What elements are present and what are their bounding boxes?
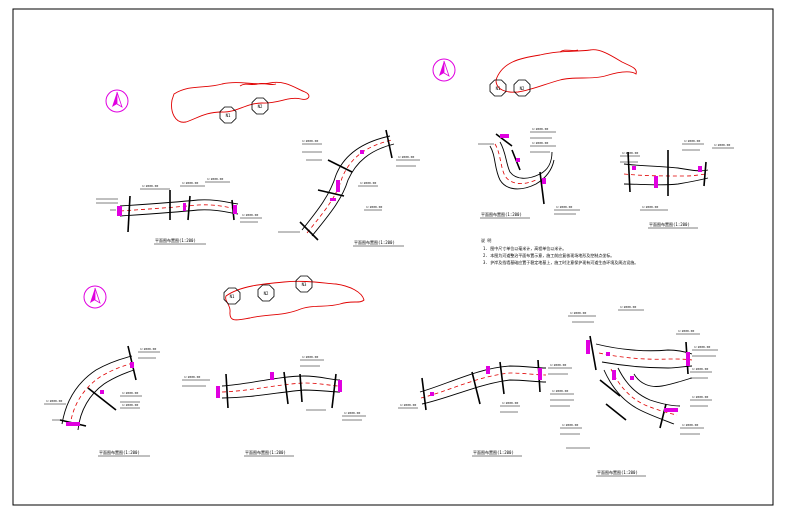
svg-text:1:2000.00: 1:2000.00 <box>532 141 548 145</box>
svg-text:1:2000.00: 1:2000.00 <box>122 403 138 407</box>
svg-text:1:2000.00: 1:2000.00 <box>366 205 382 209</box>
svg-text:1:2000.00: 1:2000.00 <box>182 181 198 185</box>
svg-text:1:2000.00: 1:2000.00 <box>360 181 376 185</box>
plan-title-5: 平面图布置图(1:200) <box>99 449 140 455</box>
svg-text:1:2000.00: 1:2000.00 <box>684 139 700 143</box>
plan-caption: 平面图布置图(1:200) <box>480 211 530 219</box>
svg-text:1:2000.00: 1:2000.00 <box>682 423 698 427</box>
svg-text:1:2000.00: 1:2000.00 <box>562 423 578 427</box>
north-arrow-icon <box>83 285 107 309</box>
river-key-plan-3 <box>225 280 365 321</box>
river-key-plan-1 <box>171 81 310 123</box>
notes-line: 3. 护岸及挡墙基础应置于稳定地基上，施工时注意保护现有河道生态环境及周边设施。 <box>483 259 638 265</box>
octagon-marker-label: N2 <box>520 86 525 91</box>
svg-text:1:2000.00: 1:2000.00 <box>620 305 636 309</box>
svg-text:1:2000.00: 1:2000.00 <box>556 205 572 209</box>
svg-text:1:2000.00: 1:2000.00 <box>678 329 694 333</box>
svg-text:1:2000.00: 1:2000.00 <box>140 347 156 351</box>
octagon-marker-label: N2 <box>258 104 263 109</box>
octagon-marker-icon: N3 <box>295 275 313 293</box>
svg-text:1:2000.00: 1:2000.00 <box>532 127 548 131</box>
plan-caption: 平面图布置图(1:200) <box>244 449 294 457</box>
octagon-marker-label: N1 <box>226 113 231 118</box>
notes-line: 1. 图中尺寸单位以毫米计，高程单位以米计。 <box>483 245 566 251</box>
channel-plan-7: 1:2000.00 1:2000.00 1:2000.00 <box>398 359 572 413</box>
plan-caption: 平面图布置图(1:200) <box>596 469 646 477</box>
plan-title-2: 平面图布置图(1:200) <box>354 239 395 245</box>
design-notes: 说 明 1. 图中尺寸单位以毫米计，高程单位以米计。 2. 本图为河道整治平面布… <box>481 237 638 265</box>
octagon-marker-label: N1 <box>230 294 235 299</box>
svg-text:1:2000.00: 1:2000.00 <box>400 403 416 407</box>
svg-text:1:2000.00: 1:2000.00 <box>242 213 258 217</box>
plan-caption: 平面图布置图(1:200) <box>353 239 404 247</box>
channel-plan-8: 1:2000.00 1:2000.00 1:2000.00 1:2000.00 1:… <box>550 305 718 449</box>
svg-text:1:2000.00: 1:2000.00 <box>398 155 414 159</box>
octagon-marker-icon: N1 <box>219 106 237 124</box>
channel-plan-2: 1:2000.00 1:2000.00 1:2000.00 1:2000.00 <box>278 129 420 241</box>
plan-caption: 平面图布置图(1:200) <box>472 449 522 457</box>
octagon-marker-label: N2 <box>264 291 269 296</box>
octagon-marker-icon: N1 <box>489 79 507 97</box>
svg-text:1:2000.00: 1:2000.00 <box>622 151 638 155</box>
channel-plan-1: 1:2000.00 1:2000.00 1:2000.00 1:2000.00 <box>96 177 262 233</box>
svg-text:1:2000.00: 1:2000.00 <box>184 375 200 379</box>
svg-text:1:2000.00: 1:2000.00 <box>142 184 158 188</box>
svg-text:1:2000.00: 1:2000.00 <box>550 363 566 367</box>
north-arrow-icon <box>432 58 456 82</box>
svg-text:1:2000.00: 1:2000.00 <box>502 401 518 405</box>
svg-text:1:2000.00: 1:2000.00 <box>207 177 223 181</box>
svg-text:1:2000.00: 1:2000.00 <box>570 311 586 315</box>
svg-text:1:2000.00: 1:2000.00 <box>122 391 138 395</box>
plan-title-6: 平面图布置图(1:200) <box>245 449 286 455</box>
channel-plan-4: 1:2000.00 1:2000.00 1:2000.00 1:2000.00 <box>620 139 734 211</box>
svg-text:1:2000.00: 1:2000.00 <box>692 367 708 371</box>
plan-title-8: 平面图布置图(1:200) <box>597 469 638 475</box>
notes-heading: 说 明 <box>481 237 491 243</box>
octagon-marker-label: N1 <box>496 86 501 91</box>
channel-plan-3: 1:2000.00 1:2000.00 1:2000.00 <box>478 127 580 215</box>
svg-text:1:2000.00: 1:2000.00 <box>552 389 568 393</box>
plan-caption: 平面图布置图(1:200) <box>154 237 206 245</box>
svg-text:1:2000.00: 1:2000.00 <box>46 399 62 403</box>
octagon-marker-icon: N2 <box>257 284 275 302</box>
octagon-marker-icon: N2 <box>513 79 531 97</box>
svg-text:1:2000.00: 1:2000.00 <box>302 355 318 359</box>
svg-text:1:2000.00: 1:2000.00 <box>344 411 360 415</box>
channel-plan-5: 1:2000.00 1:2000.00 1:2000.00 1:2000.00 <box>44 345 160 431</box>
plan-caption: 平面图布置图(1:200) <box>98 449 150 457</box>
plan-title-3: 平面图布置图(1:200) <box>481 211 522 217</box>
plan-title-7: 平面图布置图(1:200) <box>473 449 514 455</box>
octagon-marker-icon: N2 <box>251 97 269 115</box>
plan-title-4: 平面图布置图(1:200) <box>649 221 690 227</box>
channel-plan-6: 1:2000.00 1:2000.00 1:2000.00 <box>182 355 366 421</box>
plan-caption: 平面图布置图(1:200) <box>648 221 698 229</box>
svg-text:1:2000.00: 1:2000.00 <box>714 143 730 147</box>
north-arrow-icon <box>105 89 129 113</box>
plan-title-1: 平面图布置图(1:200) <box>155 237 196 243</box>
drawing-frame <box>12 8 774 506</box>
svg-text:1:2000.00: 1:2000.00 <box>302 139 318 143</box>
svg-text:1:2000.00: 1:2000.00 <box>642 205 658 209</box>
svg-text:1:2000.00: 1:2000.00 <box>694 345 710 349</box>
svg-text:1:2000.00: 1:2000.00 <box>692 395 708 399</box>
octagon-marker-icon: N1 <box>223 287 241 305</box>
octagon-marker-label: N3 <box>302 282 307 287</box>
notes-line: 2. 本图为河道整治平面布置示意，施工前应复核现场地形及控制点坐标。 <box>483 252 614 258</box>
